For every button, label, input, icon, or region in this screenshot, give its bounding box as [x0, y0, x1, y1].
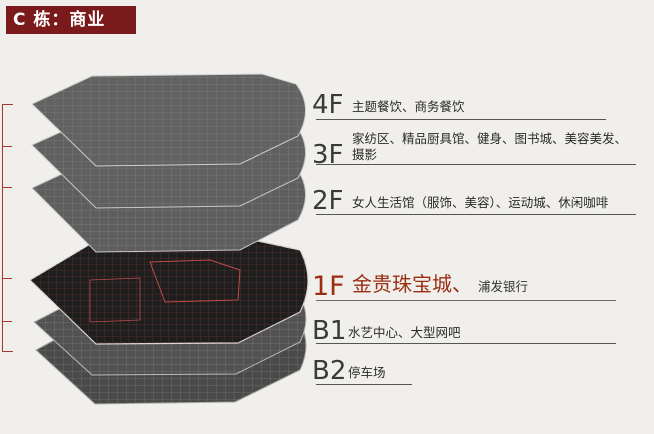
bracket-tick — [2, 146, 12, 147]
floor-desc-b1: 水艺中心、大型网吧 — [348, 325, 461, 340]
leader-line-4f — [316, 119, 606, 120]
leader-line-3f — [316, 164, 636, 165]
bracket-tick — [2, 278, 12, 279]
floor-plan-1f — [29, 240, 309, 345]
floor-desc-4f: 主题餐饮、商务餐饮 — [352, 99, 465, 114]
floor-code-4f: 4F — [312, 90, 344, 120]
floor-plan-4f — [31, 73, 306, 167]
floor-desc-1f: 金贵珠宝城、浦发银行 — [352, 274, 529, 295]
leader-line-b2 — [316, 384, 412, 385]
floor-desc-1f-sub: 浦发银行 — [478, 279, 529, 294]
floor-code-3f: 3F — [312, 140, 344, 170]
floor-code-1f: 1F — [312, 271, 345, 302]
leader-line-1f — [316, 300, 616, 301]
floor-desc-2f: 女人生活馆（服饰、美容）、运动城、休闲咖啡 — [352, 195, 609, 210]
floor-desc-3f-line1: 家纺区、精品厨具馆、健身、图书城、美容美发、 — [352, 131, 628, 146]
floor-desc-1f-main: 金贵珠宝城、 — [352, 272, 472, 296]
floor-desc-b2: 停车场 — [348, 365, 386, 380]
bracket-tick — [2, 321, 12, 322]
floor-code-b2: B2 — [312, 356, 347, 386]
floor-desc-3f-line2: 摄影 — [352, 147, 378, 162]
leader-line-b1 — [316, 343, 616, 344]
floor-code-b1: B1 — [312, 316, 347, 346]
bracket-tick — [2, 187, 12, 188]
page-title: C 栋：商业 — [6, 6, 136, 34]
left-bracket — [2, 104, 13, 352]
leader-line-2f — [316, 214, 636, 215]
floor-code-2f: 2F — [312, 186, 344, 216]
